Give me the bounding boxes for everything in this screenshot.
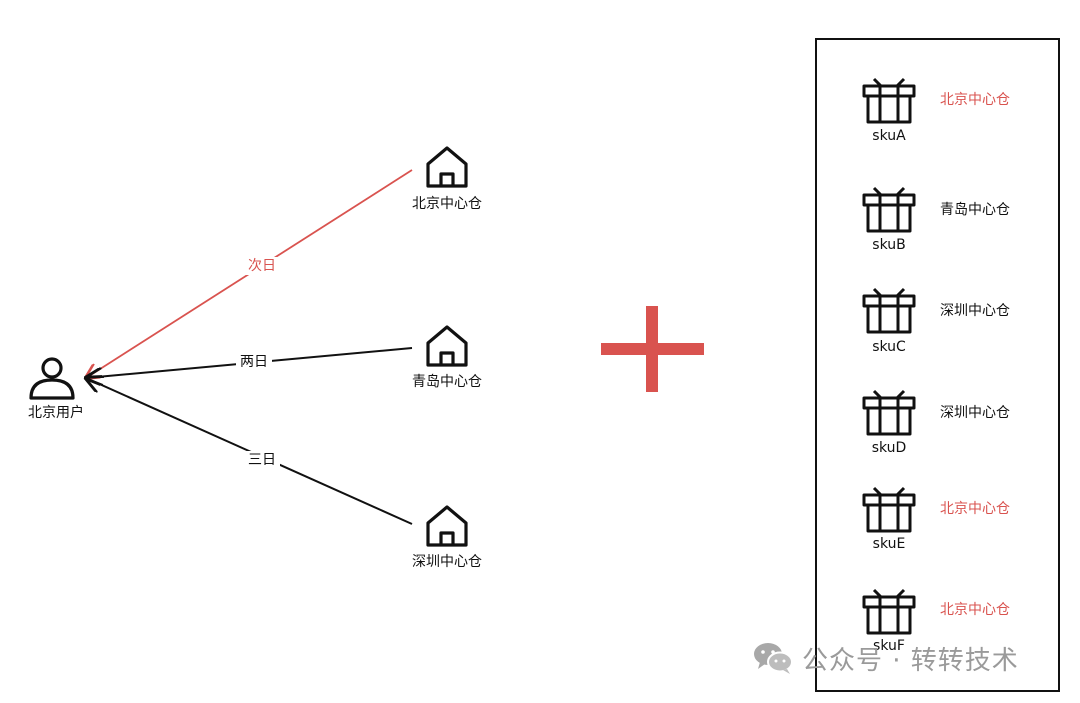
house-icon (426, 146, 468, 188)
gift-icon (862, 186, 916, 233)
sku-name: skuA (872, 128, 906, 144)
sku-warehouse: 北京中心仓 (940, 602, 1010, 618)
edge-label-beijing: 次日 (244, 257, 280, 275)
plus-icon (601, 306, 704, 392)
edge-label-shenzhen: 三日 (244, 451, 280, 469)
gift-icon (862, 287, 916, 334)
sku-name: skuF (873, 638, 905, 654)
sku-warehouse: 深圳中心仓 (940, 405, 1010, 421)
gift-icon (862, 486, 916, 533)
wechat-icon (752, 640, 794, 676)
sku-name: skuD (871, 440, 907, 456)
user-icon (29, 357, 75, 400)
sku-panel (815, 38, 1060, 692)
gift-icon (862, 77, 916, 124)
sku-name: skuC (872, 339, 906, 355)
sku-warehouse: 深圳中心仓 (940, 303, 1010, 319)
watermark-text: 公众号 · 转转技术 (802, 645, 1019, 676)
warehouse-label-shenzhen: 深圳中心仓 (412, 554, 482, 570)
house-icon (426, 325, 468, 367)
sku-name: skuB (872, 237, 906, 253)
gift-icon (862, 389, 916, 436)
sku-name: skuE (872, 536, 906, 552)
gift-icon (862, 588, 916, 635)
sku-warehouse: 青岛中心仓 (940, 202, 1010, 218)
sku-warehouse: 北京中心仓 (940, 501, 1010, 517)
warehouse-label-beijing: 北京中心仓 (412, 196, 482, 212)
house-icon (426, 505, 468, 547)
sku-warehouse: 北京中心仓 (940, 92, 1010, 108)
edge-label-qingdao: 两日 (236, 353, 272, 371)
user-label: 北京用户 (28, 405, 84, 421)
watermark: 公众号 · 转转技术 (752, 640, 1019, 676)
warehouse-label-qingdao: 青岛中心仓 (412, 374, 482, 390)
